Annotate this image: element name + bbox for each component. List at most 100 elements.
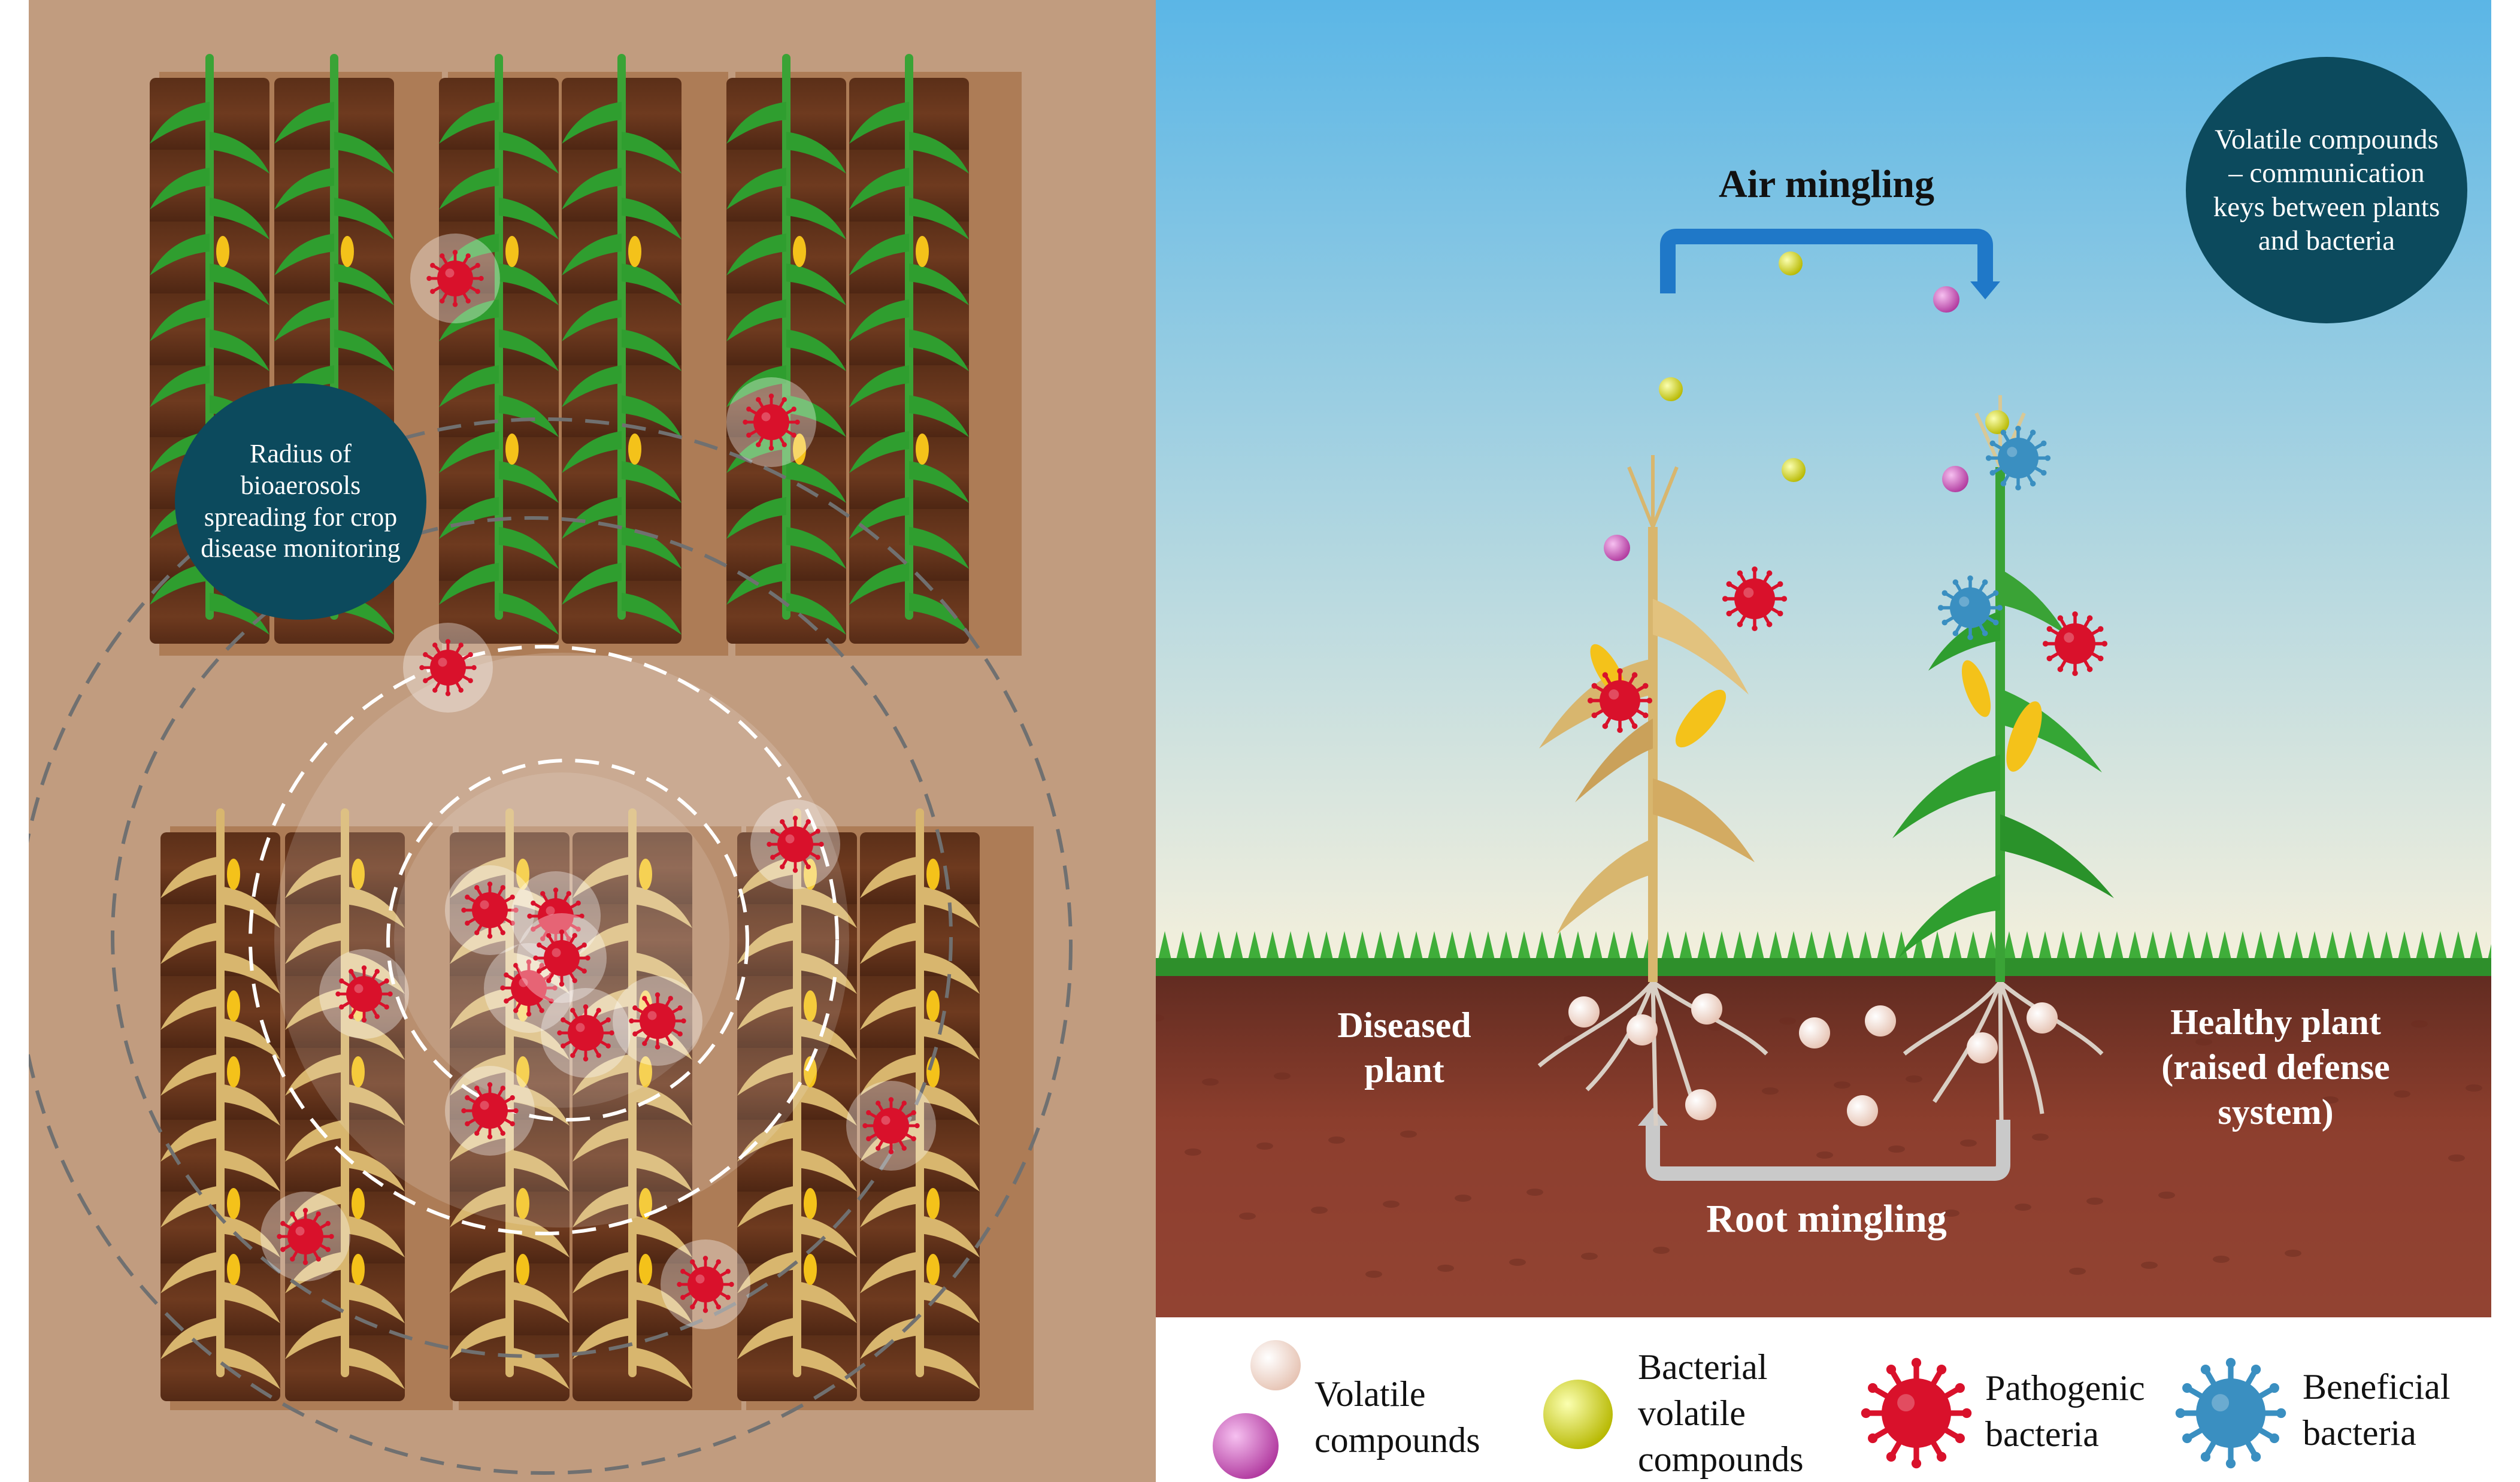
- corn-cob: [227, 859, 240, 890]
- volatile-callout-text: Volatile compounds – communication keys …: [2213, 123, 2440, 256]
- corn-leaf: [562, 234, 622, 275]
- corn-leaf: [345, 1216, 405, 1257]
- corn-cob: [227, 1056, 240, 1087]
- corn-leaf: [439, 102, 499, 144]
- corn-leaf: [573, 922, 632, 964]
- corn-leaf: [786, 527, 846, 569]
- corn-leaf: [786, 395, 846, 437]
- corn-leaf: [737, 1186, 797, 1228]
- pathogen-bacteria-icon: [2042, 611, 2108, 677]
- corn-leaf: [909, 461, 969, 503]
- air-mingling-arrow: [1660, 229, 1993, 293]
- corn-leaf: [726, 234, 786, 275]
- corn-cob: [926, 990, 940, 1022]
- volatile-yellow-icon: [1779, 251, 1803, 275]
- corn-leaf: [220, 1084, 280, 1126]
- corn-leaf: [786, 329, 846, 371]
- corn-leaf: [860, 1054, 920, 1096]
- corn-leaf: [786, 198, 846, 240]
- corn-leaf: [849, 299, 909, 341]
- corn-leaf: [737, 922, 797, 964]
- corn-leaf: [909, 527, 969, 569]
- corn-leaf: [920, 1018, 980, 1060]
- corn-leaf: [573, 1251, 632, 1293]
- legend-pathogenic-label: Pathogenic bacteria: [1985, 1368, 2145, 1454]
- corn-cob: [352, 1254, 365, 1285]
- corn-leaf: [510, 1216, 570, 1257]
- corn-cob: [628, 236, 641, 267]
- corn-leaf: [510, 1150, 570, 1192]
- pathogen-bacteria-icon: [426, 250, 484, 307]
- corn-leaf: [632, 886, 692, 928]
- corn-leaf: [499, 263, 559, 305]
- air-mingling-label: Air mingling: [1718, 162, 1934, 206]
- corn-cob: [926, 1188, 940, 1219]
- corn-leaf: [160, 922, 220, 964]
- corn-leaf: [220, 1018, 280, 1060]
- pathogen-bacteria-icon: [557, 1004, 614, 1062]
- legend-volatile-pink-icon: [1213, 1413, 1279, 1479]
- corn-leaf: [562, 299, 622, 341]
- corn-leaf: [210, 132, 269, 174]
- pathogen-bacteria-icon: [1722, 566, 1788, 632]
- corn-leaf: [274, 168, 334, 210]
- corn-leaf: [849, 365, 909, 407]
- corn-leaf: [622, 198, 682, 240]
- corn-leaf: [345, 1281, 405, 1323]
- legend-volatile-label: Volatile compounds: [1314, 1374, 1480, 1460]
- corn-leaf: [726, 299, 786, 341]
- corn-leaf: [562, 365, 622, 407]
- corn-cob: [804, 1254, 817, 1285]
- corn-leaf: [797, 1281, 857, 1323]
- corn-leaf: [920, 1084, 980, 1126]
- pathogen-bacteria-icon: [500, 959, 558, 1017]
- legend-volatile-white-icon: [1250, 1340, 1301, 1390]
- corn-cob: [793, 434, 806, 465]
- corn-cob: [916, 236, 929, 267]
- corn-leaf: [622, 329, 682, 371]
- corn-leaf: [450, 856, 510, 898]
- corn-leaf: [920, 1347, 980, 1389]
- corn-leaf: [786, 263, 846, 305]
- pathogen-bacteria-icon: [743, 393, 800, 451]
- corn-leaf: [150, 563, 210, 605]
- pathogen-bacteria-icon: [1587, 668, 1653, 734]
- legend-beneficial-label: Beneficial bacteria: [2303, 1367, 2451, 1453]
- corn-leaf: [573, 1186, 632, 1228]
- corn-leaf: [860, 988, 920, 1030]
- corn-leaf: [562, 168, 622, 210]
- corn-cob: [516, 859, 529, 890]
- corn-leaf: [562, 497, 622, 539]
- corn-leaf: [499, 132, 559, 174]
- corn-cob: [804, 990, 817, 1022]
- legend-icons: [1213, 1340, 2286, 1479]
- corn-leaf: [797, 1018, 857, 1060]
- corn-leaf: [909, 198, 969, 240]
- corn-leaf: [285, 1120, 345, 1162]
- corn-leaf: [737, 988, 797, 1030]
- corn-leaf: [622, 527, 682, 569]
- root-volatile-icon: [1691, 993, 1722, 1025]
- corn-cob: [628, 434, 641, 465]
- corn-leaf: [860, 856, 920, 898]
- corn-cob: [516, 1056, 529, 1087]
- root-volatile-icon: [1847, 1095, 1878, 1126]
- pathogen-bacteria-icon: [461, 881, 519, 939]
- corn-leaf: [160, 1120, 220, 1162]
- field-overlay: [29, 102, 1073, 1475]
- corn-leaf: [860, 1186, 920, 1228]
- legend: Volatile compounds Bacterial volatile co…: [1156, 1317, 2491, 1482]
- corn-leaf: [210, 263, 269, 305]
- corn-leaf: [920, 952, 980, 994]
- corn-leaf: [632, 1216, 692, 1257]
- corn-cob: [227, 1254, 240, 1285]
- corn-leaf: [797, 1216, 857, 1257]
- corn-leaf: [439, 431, 499, 473]
- corn-leaf: [562, 563, 622, 605]
- corn-leaf: [450, 1317, 510, 1359]
- grass-strip: [1156, 931, 2491, 976]
- corn-leaf: [786, 593, 846, 635]
- volatile-yellow-icon: [1782, 458, 1806, 482]
- corn-cob: [516, 1254, 529, 1285]
- corn-leaf: [573, 1120, 632, 1162]
